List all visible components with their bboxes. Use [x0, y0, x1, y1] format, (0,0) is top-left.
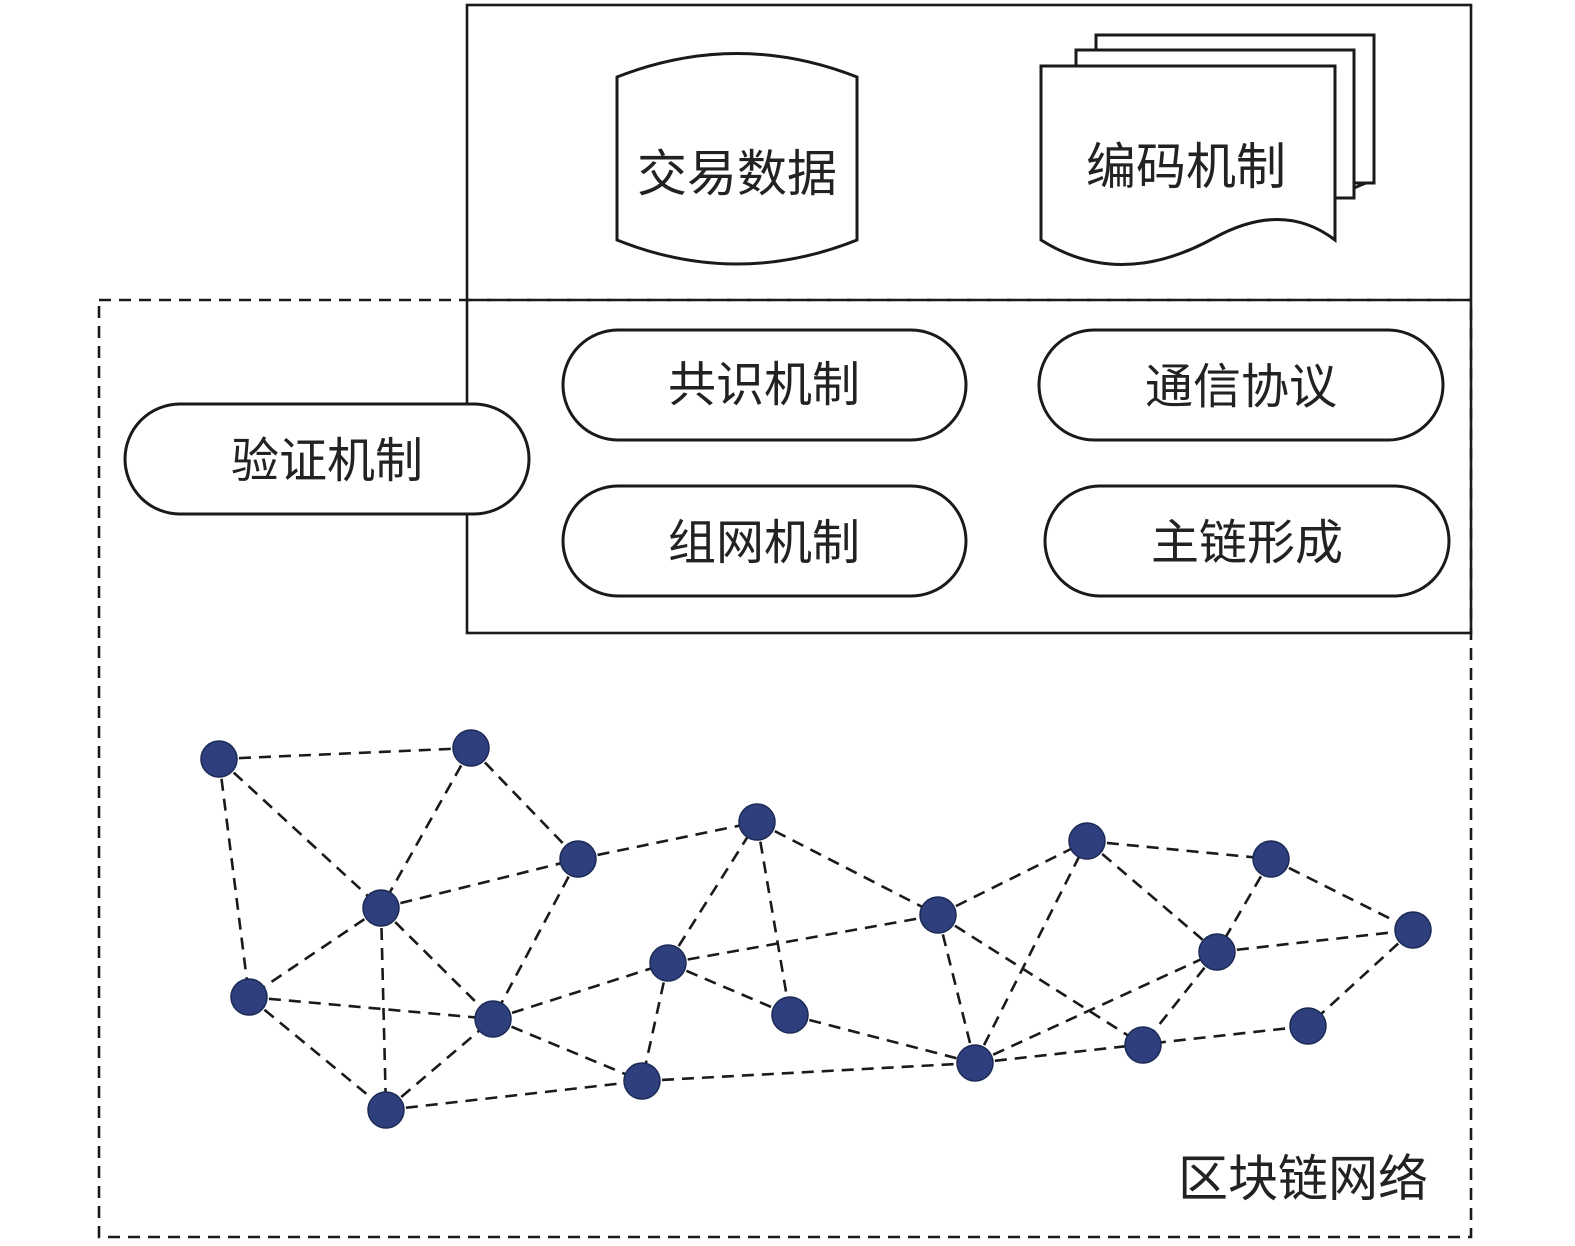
- network-edge: [640, 962, 670, 1082]
- main-chain-label: 主链形成: [1151, 515, 1343, 571]
- network-edge: [380, 857, 579, 910]
- network-edge: [380, 907, 494, 1020]
- consensus-box: 共识机制: [561, 328, 968, 442]
- network-label: 区块链网络: [1178, 1150, 1428, 1208]
- network-edge: [385, 1018, 494, 1111]
- network-edge: [937, 839, 1088, 917]
- network-node: [1289, 1007, 1327, 1045]
- network-edge: [248, 906, 382, 999]
- network-edge: [1086, 839, 1272, 861]
- system-panel: [465, 3, 1473, 635]
- network-node: [623, 1062, 661, 1100]
- network-edge: [973, 840, 1089, 1064]
- network-node: [452, 729, 490, 767]
- network-edge: [379, 907, 388, 1111]
- communication-label: 通信协议: [1145, 359, 1337, 415]
- network-edge: [756, 820, 939, 917]
- network-boundary: [97, 298, 1473, 1239]
- network-edge: [1270, 857, 1414, 932]
- network-edge: [667, 913, 939, 965]
- network-node: [200, 740, 238, 778]
- network-node: [474, 1000, 512, 1038]
- verification-label: 验证机制: [231, 433, 423, 489]
- network-edge: [248, 995, 494, 1021]
- network-edge: [1086, 840, 1218, 953]
- network-edge: [492, 1017, 643, 1083]
- network-edge: [218, 758, 382, 909]
- network-node: [1068, 822, 1106, 860]
- network-node: [230, 978, 268, 1016]
- network-node: [367, 1091, 405, 1129]
- network-nodes: [200, 729, 1432, 1129]
- network-edge: [218, 746, 472, 761]
- network-edge: [641, 1061, 976, 1083]
- network-edge: [667, 961, 791, 1017]
- network-edge: [1216, 928, 1414, 954]
- network-node: [919, 896, 957, 934]
- network-node: [559, 840, 597, 878]
- consensus-label: 共识机制: [668, 357, 860, 413]
- network-edge: [470, 747, 579, 860]
- network-edge: [974, 950, 1218, 1065]
- database-shape: 交易数据: [615, 52, 859, 266]
- network-edge: [492, 961, 669, 1021]
- network-node: [738, 803, 776, 841]
- network-edge: [385, 1079, 643, 1112]
- documents-label: 编码机制: [1086, 138, 1286, 196]
- network-node: [771, 996, 809, 1034]
- documents-shape: 编码机制: [1039, 33, 1376, 266]
- network-edge: [1307, 929, 1414, 1027]
- network-edge: [491, 858, 580, 1020]
- network-edge: [379, 747, 473, 909]
- networking-box: 组网机制: [561, 484, 968, 598]
- network-edge: [666, 821, 759, 964]
- network-edge: [248, 995, 387, 1112]
- communication-box: 通信协议: [1037, 328, 1445, 442]
- network-node: [362, 889, 400, 927]
- network-edge: [936, 914, 977, 1064]
- network-node: [1124, 1026, 1162, 1064]
- main-chain-box: 主链形成: [1043, 484, 1451, 598]
- verification-box: 验证机制: [123, 402, 531, 516]
- network-node: [956, 1044, 994, 1082]
- network-edges: [217, 746, 1414, 1112]
- network-edge: [577, 820, 758, 861]
- networking-label: 组网机制: [668, 515, 860, 571]
- network-edge: [789, 1013, 976, 1065]
- network-node: [1394, 911, 1432, 949]
- network-node: [1252, 840, 1290, 878]
- database-label: 交易数据: [637, 145, 837, 203]
- network-node: [649, 944, 687, 982]
- network-node: [1198, 933, 1236, 971]
- network-edge: [755, 821, 792, 1016]
- network-edge: [937, 913, 1144, 1047]
- network-edge: [217, 758, 251, 998]
